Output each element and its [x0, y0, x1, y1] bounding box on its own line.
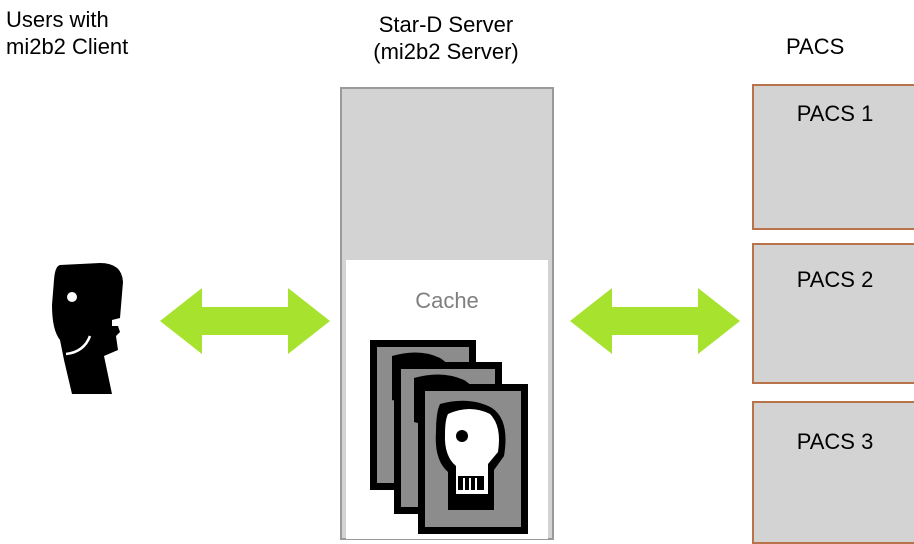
pacs-title: PACS: [786, 34, 845, 59]
cache-label: Cache: [415, 288, 479, 313]
pacs-box-label: PACS 3: [796, 429, 874, 454]
server-label: Star-D Server (mi2b2 Server): [341, 11, 551, 65]
server-label-line1: Star-D Server: [378, 12, 514, 37]
pacs-box-1: PACS 1: [752, 84, 914, 230]
server-label-line2: (mi2b2 Server): [373, 39, 519, 64]
users-label-line1: Users with: [6, 7, 109, 32]
users-label-line2: mi2b2 Client: [6, 34, 129, 59]
pacs-box-label: PACS 1: [796, 101, 874, 126]
pacs-box-2: PACS 2: [752, 243, 914, 384]
pacs-box-label: PACS 2: [796, 267, 874, 292]
pacs-box-3: PACS 3: [752, 401, 914, 544]
users-label: Users with mi2b2 Client: [6, 6, 128, 60]
